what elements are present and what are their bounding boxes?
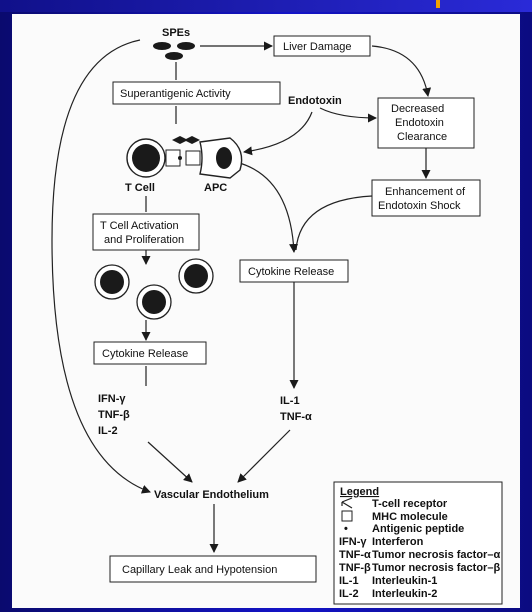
left-cytokine-3: IL-2 <box>98 425 118 437</box>
legend-item-il2: IL-2 Interleukin-2 <box>339 588 437 600</box>
right-cytokine-list: IL-1 TNF-α <box>280 395 312 423</box>
legend-text: Tumor necrosis factor–β <box>372 562 500 574</box>
legend-item-tnf-beta: TNF-β Tumor necrosis factor–β <box>339 562 500 574</box>
legend-text: Interleukin-1 <box>372 575 437 587</box>
decreased-clearance-box: Decreased Endotoxin Clearance <box>377 97 475 149</box>
vascular-endothelium-label: Vascular Endothelium <box>154 489 269 501</box>
legend-mhc-molecule-icon <box>341 510 353 522</box>
legend: Legend T-cell receptor MHC molecule • An… <box>333 481 503 605</box>
legend-key: TNF-α <box>339 549 371 561</box>
legend-key: IFN-γ <box>339 536 367 548</box>
tcell-apc-complex: T Cell APC <box>125 136 243 194</box>
legend-text: Interleukin-2 <box>372 588 437 600</box>
left-cytokine-1: IFN-γ <box>98 393 126 405</box>
t-cell-nucleus <box>132 144 160 172</box>
tcell-activation-line-2: and Proliferation <box>104 234 184 246</box>
legend-text: Interferon <box>372 536 424 548</box>
slide-top-band <box>0 0 532 12</box>
legend-item-peptide: • Antigenic peptide <box>344 523 464 535</box>
arrow-left-cytokines-to-vascular <box>147 441 193 483</box>
line-enhancement-to-cytokine <box>295 195 373 251</box>
legend-text: T-cell receptor <box>372 498 448 510</box>
left-cytokine-2: TNF-β <box>98 409 130 421</box>
legend-item-mhc: MHC molecule <box>341 510 448 523</box>
right-cytokine-2: TNF-α <box>280 411 312 423</box>
legend-item-ifn: IFN-γ Interferon <box>339 536 424 548</box>
mhc-molecule-icon <box>185 150 201 166</box>
enhancement-line-2: Endotoxin Shock <box>378 200 461 212</box>
arrow-spes-to-vascular <box>51 39 151 494</box>
arrow-liver-to-clearance <box>371 45 432 97</box>
arrow-endotoxin-to-apc <box>243 111 313 156</box>
t-cell-label: T Cell <box>125 182 155 194</box>
legend-key: • <box>344 523 348 535</box>
cytokine-release-left-label: Cytokine Release <box>102 348 188 360</box>
tcell-activation-line-1: T Cell Activation <box>100 220 179 232</box>
liver-damage-label: Liver Damage <box>283 41 351 53</box>
legend-text: Tumor necrosis factor–α <box>372 549 500 561</box>
right-cytokine-1: IL-1 <box>280 395 300 407</box>
apc-label: APC <box>204 182 227 194</box>
arrow-apc-to-cytokine <box>235 161 299 253</box>
connectors <box>51 39 432 553</box>
spe-molecule-2 <box>177 42 195 50</box>
endotoxin-label: Endotoxin <box>288 95 342 107</box>
legend-text: Antigenic peptide <box>372 523 464 535</box>
enhancement-line-1: Enhancement of <box>385 186 466 198</box>
legend-t-cell-receptor-icon <box>341 497 353 509</box>
decreased-clearance-line-3: Clearance <box>397 131 447 143</box>
decreased-clearance-line-2: Endotoxin <box>395 117 444 129</box>
left-cytokine-list: IFN-γ TNF-β IL-2 <box>98 393 130 437</box>
arrow-endotoxin-to-clearance <box>319 107 377 123</box>
liver-damage-box: Liver Damage <box>273 35 371 57</box>
spe-bound-molecules <box>172 136 200 144</box>
legend-key: IL-1 <box>339 575 359 587</box>
proliferated-t-cells <box>94 258 214 320</box>
legend-item-il1: IL-1 Interleukin-1 <box>339 575 437 587</box>
spe-molecule-3 <box>165 52 183 60</box>
spes-label: SPEs <box>162 27 190 39</box>
accent-mark <box>436 0 440 8</box>
cytokine-release-left-box: Cytokine Release <box>93 341 207 365</box>
legend-key: TNF-β <box>339 562 371 574</box>
legend-item-t-cell-receptor: T-cell receptor <box>341 497 448 510</box>
apc-nucleus <box>216 147 232 169</box>
capillary-leak-label: Capillary Leak and Hypotension <box>122 564 277 576</box>
legend-item-tnf-alpha: TNF-α Tumor necrosis factor–α <box>339 549 500 561</box>
superantigenic-label: Superantigenic Activity <box>120 88 231 100</box>
t-cell-receptor-icon <box>165 149 181 167</box>
capillary-leak-box: Capillary Leak and Hypotension <box>109 555 317 583</box>
antigenic-peptide-dot <box>178 156 182 160</box>
enhancement-box: Enhancement of Endotoxin Shock <box>371 179 481 217</box>
cytokine-release-right-box: Cytokine Release <box>239 259 349 283</box>
legend-title: Legend <box>340 486 379 498</box>
tcell-activation-box: T Cell Activation and Proliferation <box>92 213 200 251</box>
spe-molecule-1 <box>153 42 171 50</box>
decreased-clearance-line-1: Decreased <box>391 103 444 115</box>
spes-node: SPEs <box>153 27 195 60</box>
cytokine-release-right-label: Cytokine Release <box>248 266 334 278</box>
legend-key: IL-2 <box>339 588 359 600</box>
arrow-right-cytokines-to-vascular <box>237 429 291 483</box>
superantigenic-box: Superantigenic Activity <box>112 81 281 105</box>
legend-text: MHC molecule <box>372 511 448 523</box>
